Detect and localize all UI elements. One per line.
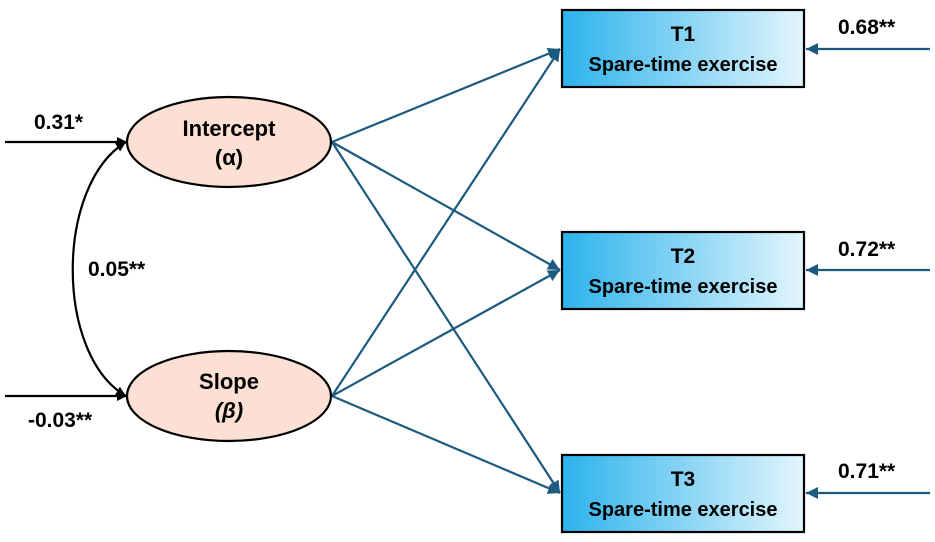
t3-title: T3 bbox=[671, 468, 696, 491]
slope-input-label: -0.03** bbox=[28, 409, 93, 432]
t1-observed: T1 Spare-time exercise bbox=[560, 8, 806, 89]
slope-ellipse bbox=[125, 349, 333, 443]
intercept-factor: Intercept (α) bbox=[125, 95, 333, 189]
path-intercept-t2 bbox=[331, 141, 561, 271]
t1-box bbox=[560, 8, 806, 89]
intercept-name: Intercept bbox=[183, 116, 277, 141]
intercept-ellipse bbox=[125, 95, 333, 189]
loading-paths bbox=[331, 47, 561, 495]
t1-title: T1 bbox=[671, 23, 696, 46]
t2-title: T2 bbox=[671, 245, 696, 268]
t3-subtitle: Spare-time exercise bbox=[588, 499, 777, 521]
t2-error-label: 0.72** bbox=[838, 238, 896, 261]
slope-symbol: (β) bbox=[215, 398, 243, 423]
t3-error-label: 0.71** bbox=[838, 460, 896, 483]
t3-box bbox=[560, 453, 806, 534]
t2-observed: T2 Spare-time exercise bbox=[560, 230, 806, 311]
path-slope-t1 bbox=[331, 48, 561, 397]
slope-name: Slope bbox=[199, 369, 259, 394]
path-slope-t3 bbox=[331, 394, 561, 495]
t3-observed: T3 Spare-time exercise bbox=[560, 453, 806, 534]
path-intercept-t1 bbox=[331, 47, 561, 144]
intercept-input-label: 0.31* bbox=[34, 111, 84, 134]
covariance-arrow bbox=[71, 141, 127, 397]
t1-error-label: 0.68** bbox=[838, 16, 896, 39]
intercept-symbol: (α) bbox=[215, 145, 243, 170]
t1-subtitle: Spare-time exercise bbox=[588, 54, 777, 76]
path-intercept-t3 bbox=[331, 141, 561, 494]
covariance-label: 0.05** bbox=[88, 258, 146, 281]
path-slope-t2 bbox=[331, 269, 561, 397]
slope-factor: Slope (β) bbox=[125, 349, 333, 443]
t2-box bbox=[560, 230, 806, 311]
t2-subtitle: Spare-time exercise bbox=[588, 276, 777, 298]
